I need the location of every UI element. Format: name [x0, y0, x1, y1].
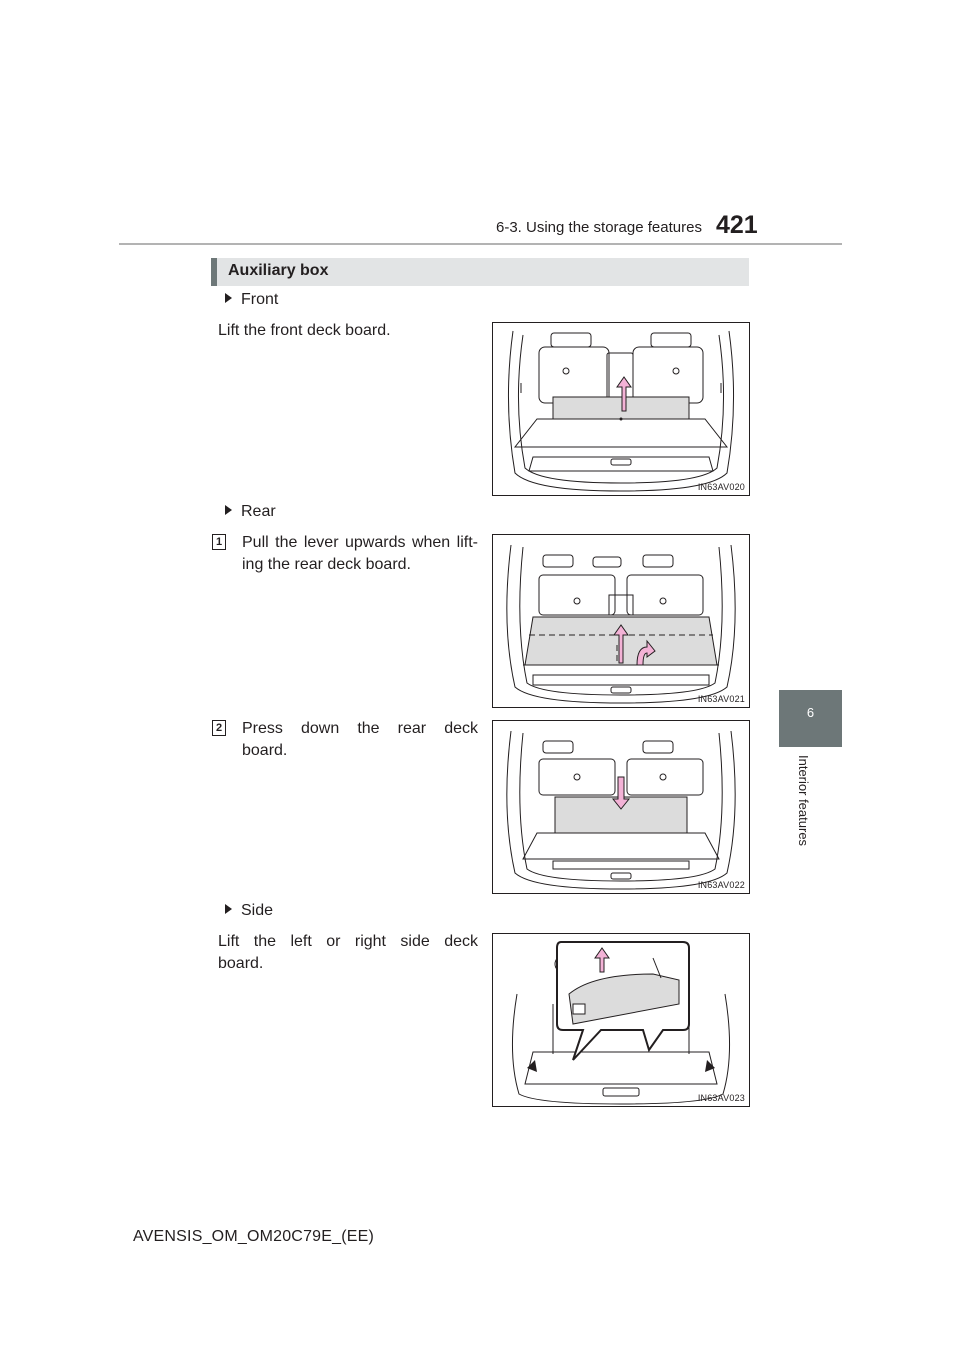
figure-rear-deck-press: IN63AV022	[492, 720, 750, 894]
bullet-side-label: Side	[241, 902, 274, 919]
step-number-1: 1	[212, 534, 226, 550]
chapter-title-wrap: Interior features	[779, 755, 842, 875]
step-1-line-1: Pull the lever upwards when lift-	[242, 534, 478, 551]
figure-side-deck-board: IN63AV023	[492, 933, 750, 1107]
figure-rear-deck-lift: IN63AV021	[492, 534, 750, 708]
figure-code-front: IN63AV020	[697, 482, 745, 492]
step-2-instruction: Press down the rear deck board.	[242, 718, 478, 762]
figure-code-rear-press: IN63AV022	[697, 880, 745, 890]
header-section-title: 6-3. Using the storage features	[496, 219, 702, 236]
step-2-line-2: board.	[242, 742, 288, 759]
trunk-rear-press-illustration	[506, 730, 736, 890]
step-number-2: 2	[212, 720, 226, 736]
trunk-front-illustration	[507, 330, 735, 492]
chapter-tab	[779, 690, 842, 747]
bullet-side: Side	[225, 902, 273, 920]
side-line-2: board.	[218, 955, 264, 972]
section-heading-text: Auxiliary box	[228, 262, 329, 279]
figure-front-deck-board: IN63AV020	[492, 322, 750, 496]
chapter-number: 6	[806, 705, 815, 720]
document-id: AVENSIS_OM_OM20C79E_(EE)	[133, 1228, 375, 1245]
step-1-instruction: Pull the lever upwards when lift- ing th…	[242, 532, 478, 576]
triangle-bullet-icon	[225, 505, 232, 515]
front-instruction: Lift the front deck board.	[218, 322, 391, 339]
step-2-line-1: Press down the rear deck	[242, 720, 478, 737]
side-instruction: Lift the left or right side deck board.	[218, 931, 478, 975]
bullet-front: Front	[225, 291, 278, 309]
bullet-rear-label: Rear	[241, 503, 276, 520]
bullet-rear: Rear	[225, 503, 276, 521]
figure-code-side: IN63AV023	[697, 1093, 745, 1103]
header-divider	[119, 243, 842, 245]
page-number: 421	[716, 211, 758, 239]
figure-code-rear-lift: IN63AV021	[697, 694, 745, 704]
chapter-title: Interior features	[796, 755, 811, 847]
trunk-side-illustration	[511, 941, 731, 1105]
section-heading: Auxiliary box	[211, 258, 749, 286]
bullet-front-label: Front	[241, 291, 279, 308]
side-line-1: Lift the left or right side deck	[218, 933, 478, 950]
triangle-bullet-icon	[225, 904, 232, 914]
step-1-line-2: ing the rear deck board.	[242, 556, 411, 573]
triangle-bullet-icon	[225, 293, 232, 303]
trunk-rear-lift-illustration	[506, 544, 736, 704]
